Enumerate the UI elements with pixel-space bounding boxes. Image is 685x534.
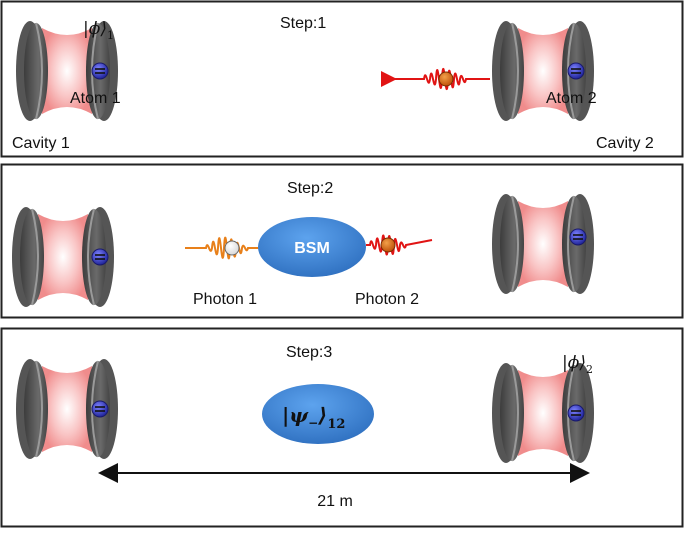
entangled-state-label: |ψ−⟩12	[282, 403, 345, 432]
panel-border	[0, 0, 684, 158]
entangled-state-node	[262, 384, 374, 444]
state-phi-2: |ϕ⟩2	[562, 353, 593, 376]
distance-label: 21 m	[317, 493, 353, 510]
state-phi-1: |ϕ⟩1	[83, 19, 114, 42]
atom-2	[567, 62, 585, 80]
step-label: Step:3	[286, 344, 332, 361]
photon-1-label: Photon 1	[193, 291, 257, 308]
photon-wave	[420, 68, 490, 90]
cavity-1-label: Cavity 1	[12, 135, 70, 152]
step-label: Step:1	[280, 15, 326, 32]
panel-border	[0, 327, 684, 528]
atom-1	[91, 62, 109, 80]
photon	[438, 71, 454, 87]
step-label: Step:2	[287, 180, 333, 197]
panel-border	[0, 163, 684, 319]
panel-step-3: Step:3 |ϕ⟩2 |ψ−⟩12 21 m	[0, 327, 684, 528]
photon-2-wave	[366, 234, 433, 256]
photon-2	[380, 237, 396, 253]
photon-1-wave	[185, 236, 262, 260]
panel-step-1: Step:1 Atom 1 |ϕ⟩1 Cavity 1 Atom 2 Cavit…	[0, 0, 684, 158]
atom-2	[569, 228, 587, 246]
atom-1	[91, 400, 109, 418]
atom-2-label: Atom 2	[546, 90, 597, 107]
atom-1-label: Atom 1	[70, 90, 121, 107]
atom-1	[91, 248, 109, 266]
photon-1	[224, 240, 240, 256]
bsm-node	[258, 217, 366, 277]
photon-2-label: Photon 2	[355, 291, 419, 308]
panel-step-2: Step:2 Photon 1 BSM Photon 2	[0, 163, 684, 319]
atom-2	[567, 404, 585, 422]
bsm-label: BSM	[294, 240, 330, 257]
cavity-2-label: Cavity 2	[596, 135, 654, 152]
